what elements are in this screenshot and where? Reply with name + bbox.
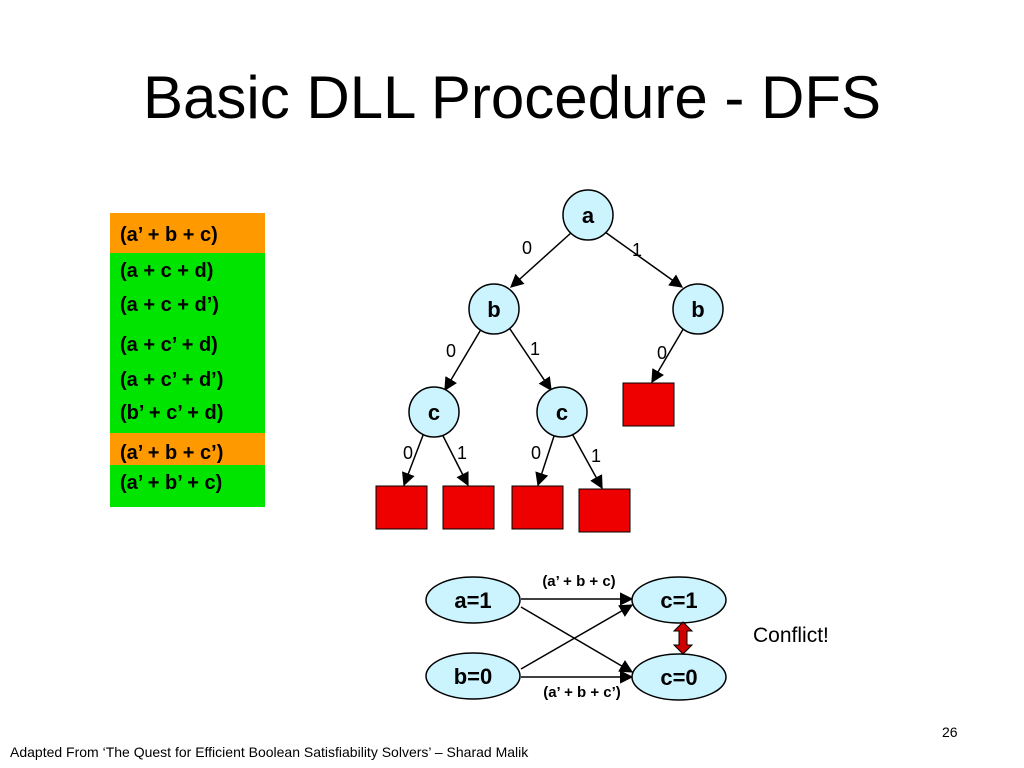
footer-citation: Adapted From ‘The Quest for Efficient Bo… (10, 744, 529, 760)
edge-label: 1 (591, 446, 601, 466)
conflict-leaf (622, 382, 675, 427)
tree-node-b-right: b (672, 283, 724, 335)
impl-node-b0: b=0 (425, 652, 521, 700)
impl-node-label: c=1 (660, 588, 697, 613)
clause-item: (a’ + b + c’) (110, 433, 265, 465)
tree-node-label: c (428, 400, 440, 425)
conflict-leaf (578, 488, 631, 533)
tree-edge (509, 231, 573, 288)
conflict-leaf (511, 485, 564, 530)
tree-edge (569, 429, 603, 490)
impl-node-label: c=0 (660, 665, 697, 690)
tree-node-a: a (562, 189, 614, 241)
impl-node-label: a=1 (454, 588, 491, 613)
clause-item: (a + c + d’) (110, 289, 265, 325)
clause-list: (a’ + b + c) (a + c + d) (a + c + d’) (a… (110, 213, 265, 507)
impl-edge-label-top: (a’ + b + c) (542, 573, 615, 590)
page-number: 26 (942, 724, 958, 740)
conflict-leaf (375, 485, 428, 530)
implication-edge (520, 604, 634, 670)
tree-edges (402, 231, 686, 490)
tree-node-label: c (556, 400, 568, 425)
tree-node-b-left: b (468, 283, 520, 335)
edge-label: 1 (632, 240, 642, 260)
tree-edge (439, 429, 469, 487)
tree-edge (604, 231, 684, 288)
tree-node-label: b (487, 297, 500, 322)
clause-item: (b’ + c’ + d) (110, 393, 265, 433)
impl-node-label: b=0 (454, 664, 493, 689)
edge-label: 0 (522, 238, 532, 258)
edge-label: 0 (657, 343, 667, 363)
implication-edges (520, 592, 634, 684)
conflict-leaf (442, 485, 495, 530)
tree-edge (507, 325, 552, 392)
tree-node-label: a (582, 203, 595, 228)
clause-item: (a’ + b + c) (110, 213, 265, 253)
tree-node-label: b (691, 297, 704, 322)
tree-edge (651, 325, 686, 384)
clause-item: (a + c’ + d’) (110, 361, 265, 393)
conflict-label: Conflict! (753, 624, 829, 647)
edge-label: 1 (530, 339, 540, 359)
tree-edge (535, 429, 557, 487)
clause-item: (a’ + b’ + c) (110, 465, 265, 507)
clause-item: (a + c’ + d) (110, 325, 265, 361)
edge-label: 0 (403, 443, 413, 463)
impl-node-c0: c=0 (631, 653, 727, 701)
clause-item: (a + c + d) (110, 253, 265, 289)
edge-label: 0 (446, 341, 456, 361)
slide-title: Basic DLL Procedure - DFS (142, 64, 882, 131)
conflict-leaves (375, 382, 675, 533)
implication-edge (520, 606, 634, 673)
conflict-double-arrow (672, 621, 694, 655)
impl-node-c1: c=1 (631, 576, 727, 624)
impl-edge-label-bottom: (a’ + b + c’) (543, 684, 621, 701)
tree-node-c-right: c (536, 386, 588, 438)
edge-label: 0 (531, 443, 541, 463)
edge-label: 1 (457, 443, 467, 463)
tree-edge (402, 429, 426, 487)
impl-node-a1: a=1 (425, 576, 521, 624)
tree-node-c-left: c (408, 386, 460, 438)
tree-edge-labels: 0 1 0 1 0 0 1 0 1 (403, 238, 667, 466)
tree-edge (444, 325, 484, 392)
